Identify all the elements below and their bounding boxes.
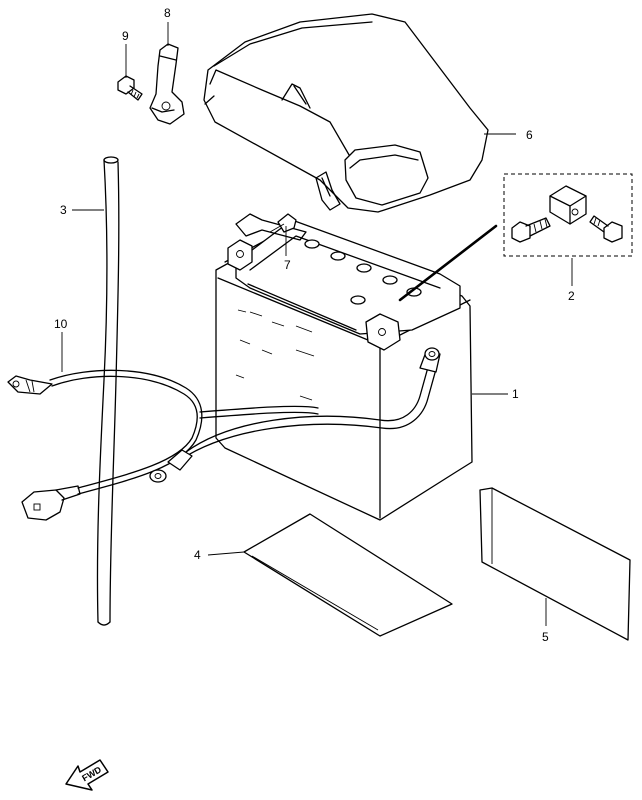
- battery[interactable]: [215, 213, 473, 521]
- wire-harness[interactable]: [7, 369, 203, 521]
- battery-clamp[interactable]: [149, 43, 185, 125]
- side-pad[interactable]: [479, 487, 631, 641]
- battery-cover[interactable]: [203, 13, 489, 213]
- callout-10: 10: [54, 317, 68, 331]
- callout-4: 4: [194, 548, 201, 562]
- fwd-arrow-icon: FWD: [65, 759, 109, 791]
- callout-7: 7: [284, 258, 291, 272]
- callout-6: 6: [526, 128, 533, 142]
- callout-9: 9: [122, 29, 129, 43]
- callout-5: 5: [542, 630, 549, 644]
- battery-pad[interactable]: [243, 513, 453, 637]
- callout-3: 3: [60, 203, 67, 217]
- breather-tube[interactable]: [96, 156, 120, 626]
- leader-to-terminal-kit: [398, 224, 498, 302]
- callout-1: 1: [512, 387, 519, 401]
- callout-8: 8: [164, 6, 171, 20]
- clamp-bolt[interactable]: [117, 75, 143, 101]
- callout-numbers: 1 2 3 4 5 6 7 8 9 10: [54, 6, 575, 644]
- terminal-bolt-kit[interactable]: [503, 173, 633, 257]
- callout-2: 2: [568, 289, 575, 303]
- callout-leaders: [61, 22, 573, 626]
- battery-cable[interactable]: [149, 347, 441, 483]
